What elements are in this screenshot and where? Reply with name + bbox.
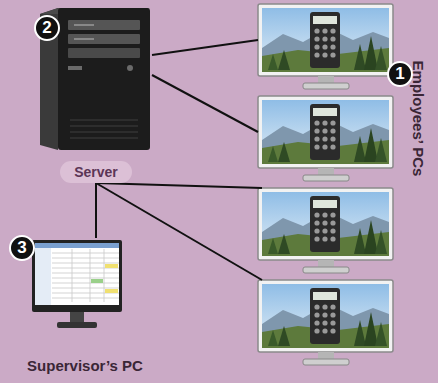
supervisor-monitor bbox=[32, 240, 122, 328]
callout-number: 3 bbox=[9, 235, 35, 261]
network-cable bbox=[152, 75, 258, 132]
employee-pc-node bbox=[258, 280, 393, 366]
callout-number: 2 bbox=[34, 15, 60, 41]
network-cable bbox=[96, 183, 262, 280]
group-heading: Employees’ PCs bbox=[410, 60, 427, 176]
employee-monitor bbox=[258, 188, 393, 273]
employee-monitor bbox=[258, 4, 393, 89]
employee-pc-node bbox=[258, 188, 393, 274]
employee-pc-node bbox=[258, 96, 393, 182]
pc-label: Supervisor’s PC bbox=[27, 357, 143, 374]
supervisor-pc-node: Supervisor’s PC bbox=[12, 238, 158, 380]
employee-monitor bbox=[258, 280, 393, 365]
employee-monitor bbox=[258, 96, 393, 181]
employee-pc-node bbox=[258, 4, 393, 90]
network-cable bbox=[95, 183, 97, 238]
server-label: Server bbox=[60, 161, 132, 183]
network-cable bbox=[152, 40, 258, 55]
callout-number: 1 bbox=[387, 61, 413, 87]
network-cable bbox=[96, 183, 262, 188]
